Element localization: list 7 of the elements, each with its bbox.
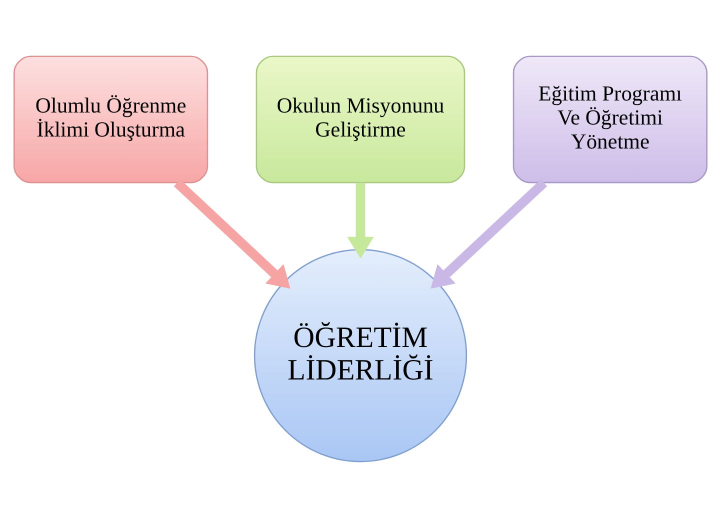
node-box: Okulun Misyonunu Geliştirme xyxy=(256,56,466,184)
arrow xyxy=(347,182,374,259)
arrow xyxy=(174,179,290,289)
node-circle: ÖĞRETİM LİDERLİĞİ xyxy=(254,249,468,462)
node-box: Eğitim Programı Ve Öğretimi Yönetme xyxy=(512,56,708,184)
arrow xyxy=(430,179,548,289)
node-box: Olumlu Öğrenme İklimi Oluşturma xyxy=(14,56,208,184)
